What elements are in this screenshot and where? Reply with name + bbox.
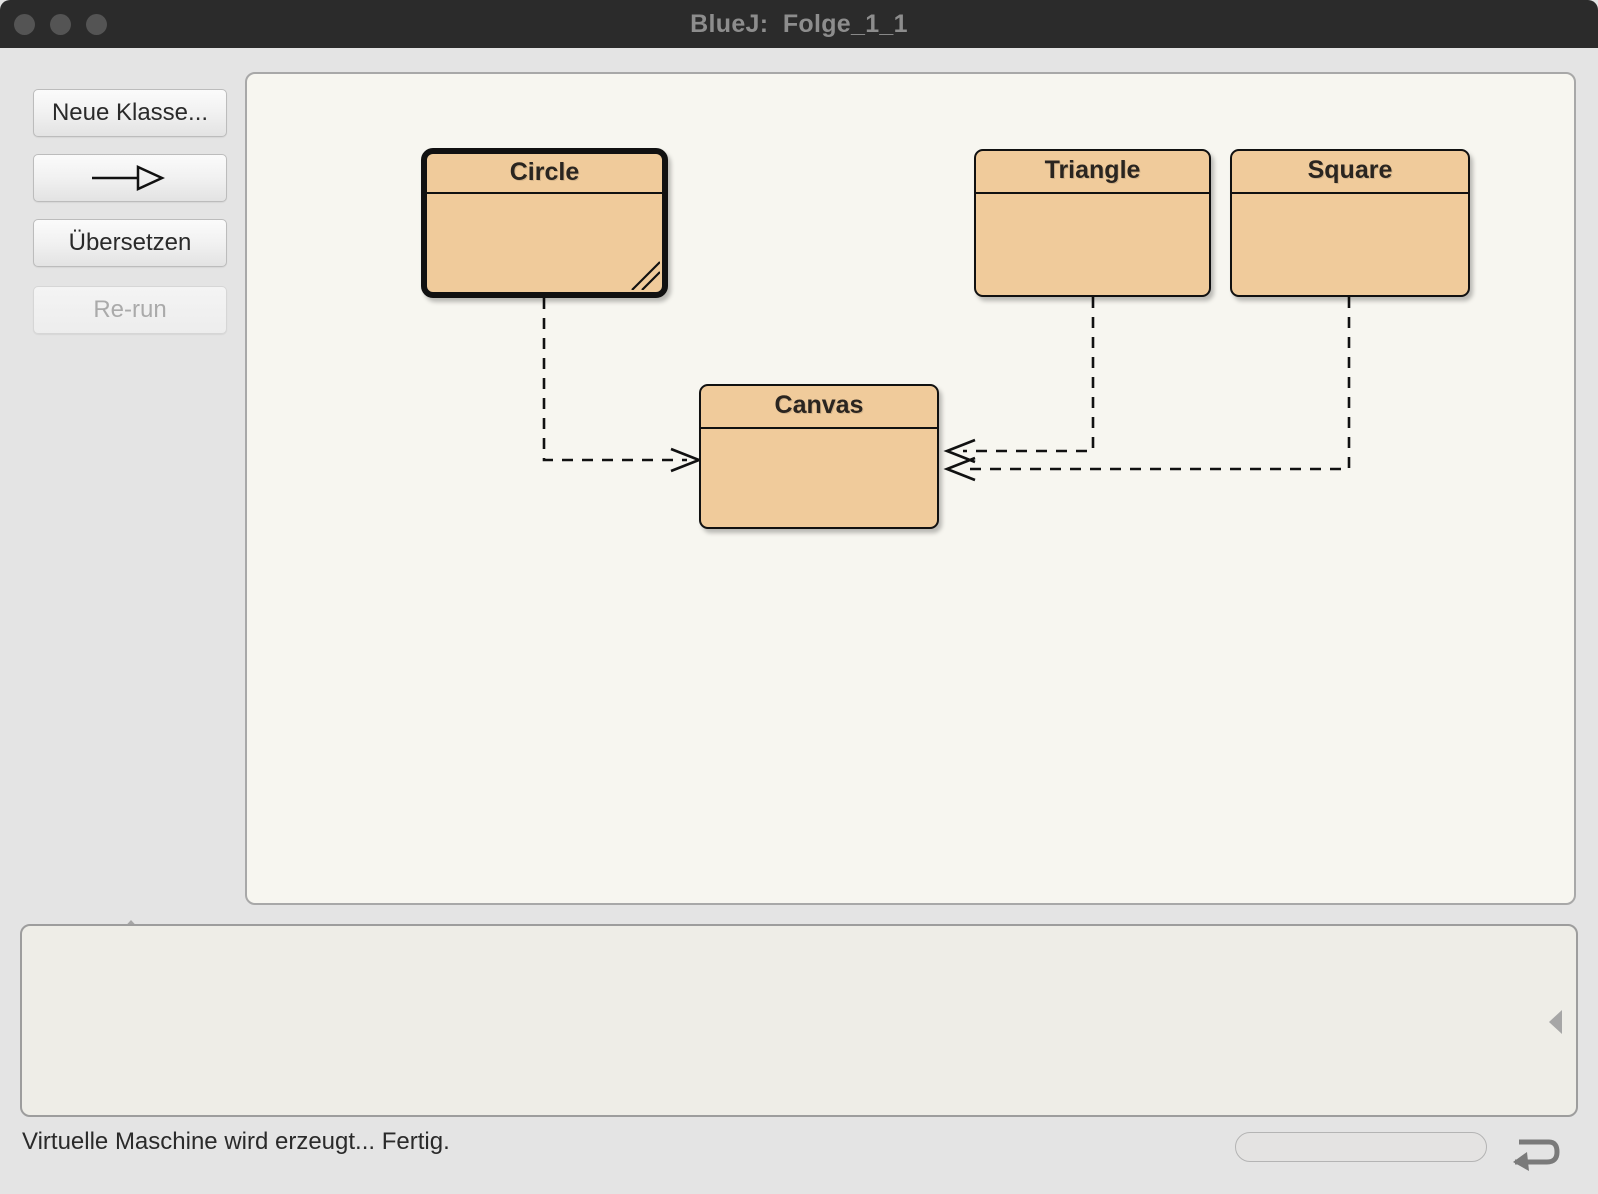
re-run-button[interactable]: Re-run (33, 286, 227, 334)
draw-dependency-arrow-button[interactable] (33, 154, 227, 202)
close-button[interactable] (14, 13, 35, 35)
window-controls (14, 0, 107, 48)
window-title: BlueJ: Folge_1_1 (690, 10, 908, 38)
resize-grip-icon[interactable] (626, 256, 660, 290)
class-diagram-panel[interactable]: Circle Triangle Square Canvas (245, 72, 1576, 905)
arrow-right-icon (92, 165, 166, 191)
status-message: Virtuelle Maschine wird erzeugt... Ferti… (22, 1128, 450, 1155)
zoom-button[interactable] (86, 13, 107, 35)
class-name-label: Canvas (701, 386, 937, 429)
compile-button[interactable]: Übersetzen (33, 219, 227, 267)
loop-arrow-icon[interactable] (1505, 1126, 1561, 1178)
new-class-button[interactable]: Neue Klasse... (33, 89, 227, 137)
dependency-arrows (542, 297, 1351, 482)
class-box-canvas[interactable]: Canvas (699, 384, 939, 529)
dependency-square-canvas (943, 297, 1351, 482)
dependency-circle-canvas (542, 298, 703, 473)
class-name-label: Triangle (976, 151, 1209, 194)
minimize-button[interactable] (50, 13, 71, 35)
class-name-label: Square (1232, 151, 1468, 194)
left-toolbar: Neue Klasse... Übersetzen Re-run (0, 48, 245, 933)
terminal-output-panel[interactable] (20, 924, 1578, 1117)
window-titlebar: BlueJ: Folge_1_1 (0, 0, 1598, 48)
class-box-square[interactable]: Square (1230, 149, 1470, 297)
class-box-triangle[interactable]: Triangle (974, 149, 1211, 297)
progress-bar[interactable] (1235, 1132, 1487, 1162)
dependency-triangle-canvas (943, 297, 1095, 464)
triangle-left-icon[interactable] (1549, 1010, 1562, 1034)
class-name-label: Circle (427, 154, 662, 194)
class-box-circle[interactable]: Circle (421, 148, 668, 298)
